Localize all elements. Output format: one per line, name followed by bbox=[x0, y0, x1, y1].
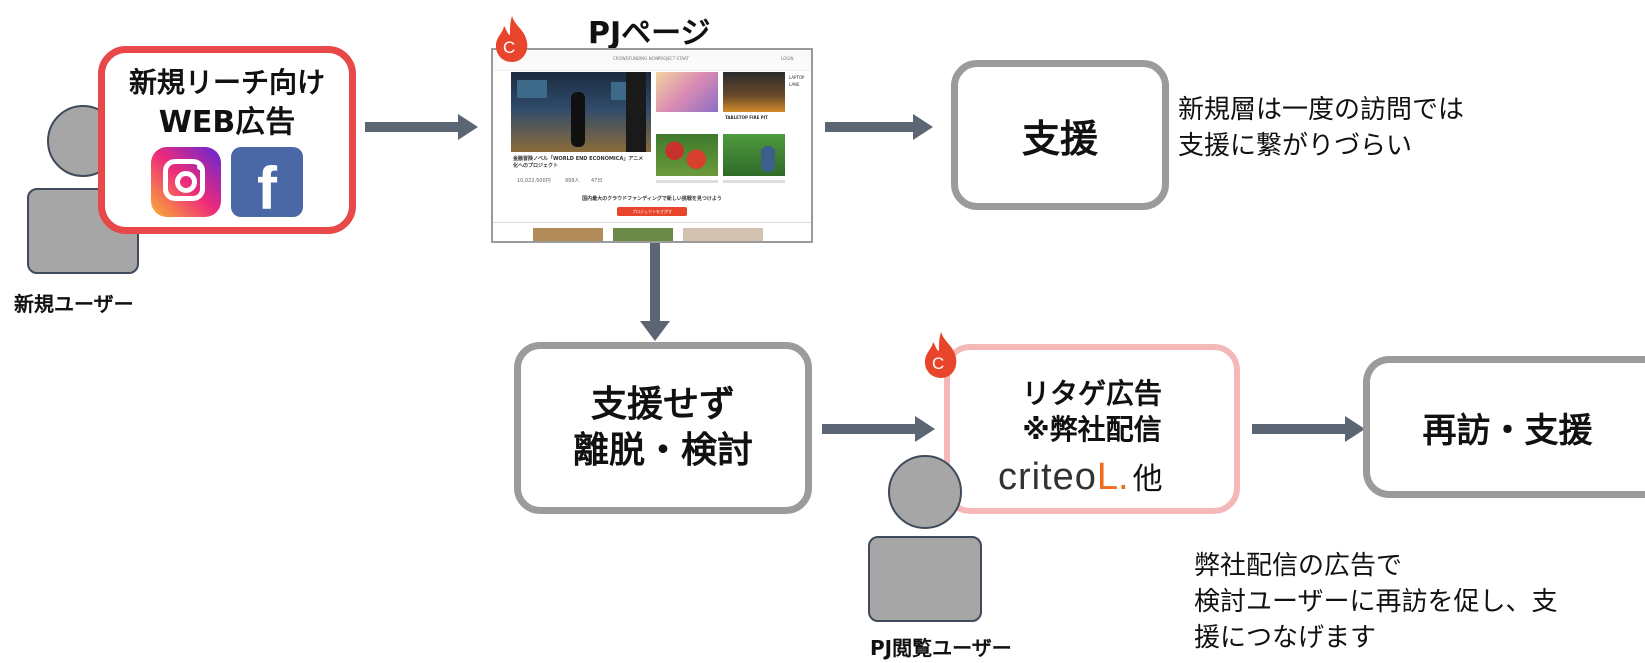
tile-child bbox=[723, 134, 785, 176]
tile-firepit bbox=[723, 72, 785, 112]
web-ad-title-line2: WEB広告 bbox=[158, 105, 296, 140]
screenshot-cta-label: プロジェクトをさがす bbox=[632, 208, 672, 214]
pj-viewer-head bbox=[888, 455, 962, 529]
note-bottom-line3: 援につなげます bbox=[1194, 623, 1377, 653]
note-top-line1: 新規層は一度の訪問では bbox=[1178, 95, 1465, 125]
tile-side-label: LAPTOP LANE bbox=[789, 75, 805, 87]
pj-viewer-body bbox=[868, 536, 982, 622]
pj-page-screenshot: CROWDFUNDING NOW PROJECT START LOGIN 金融冒… bbox=[491, 48, 813, 243]
pj-page-title: PJページ bbox=[588, 16, 711, 51]
note-bottom-line2: 検討ユーザーに再訪を促し、支 bbox=[1194, 587, 1558, 617]
arrow-leave-to-retarget bbox=[822, 416, 935, 442]
new-user-label: 新規ユーザー bbox=[14, 292, 134, 316]
note-top: 新規層は一度の訪問では 支援に繋がりづらい bbox=[1178, 92, 1464, 164]
screenshot-cta-button[interactable]: プロジェクトをさがす bbox=[617, 207, 687, 216]
retarget-line2: ※弊社配信 bbox=[1022, 413, 1162, 446]
screenshot-nav-right: LOGIN bbox=[781, 56, 794, 61]
side-strip bbox=[626, 72, 646, 152]
arrow-retarget-to-revisit bbox=[1252, 416, 1365, 442]
flame-badge-icon: C bbox=[491, 14, 533, 64]
support-box: 支援 bbox=[951, 60, 1169, 210]
tile-apples bbox=[656, 134, 718, 176]
flame-badge-letter: C bbox=[503, 38, 516, 57]
screenshot-nav-left: CROWDFUNDING NOW bbox=[613, 56, 659, 61]
criteo-logo-mark: L. bbox=[1096, 456, 1129, 498]
feature-title: 金融冒険ノベル「WORLD END ECONOMICA」アニメ化へのプロジェクト bbox=[513, 156, 644, 169]
facebook-icon: f bbox=[231, 147, 303, 222]
retarget-box: リタゲ広告 ※弊社配信 criteoL.他 bbox=[944, 344, 1240, 514]
feature-amount: 10,022,500円 bbox=[517, 178, 551, 184]
web-ad-box: 新規リーチ向け WEB広告 f bbox=[98, 46, 356, 234]
screenshot-nav-mid: PROJECT START bbox=[658, 56, 689, 61]
note-bottom: 弊社配信の広告で 検討ユーザーに再訪を促し、支 援につなげます bbox=[1194, 548, 1557, 656]
retarget-line1: リタゲ広告 bbox=[1021, 377, 1162, 410]
feature-backers: 999人 bbox=[565, 178, 580, 184]
flame-badge-retarget-icon: C bbox=[920, 330, 962, 380]
tile-firepit-label: TABLETOP FIRE PIT bbox=[725, 115, 768, 120]
leave-line2: 離脱・検討 bbox=[572, 430, 753, 471]
web-ad-title-line1: 新規リーチ向け bbox=[128, 66, 325, 99]
feature-days: 47日 bbox=[591, 178, 603, 184]
arrow-ad-to-pj bbox=[365, 114, 478, 140]
tile-anime bbox=[656, 72, 718, 112]
pj-viewer-label: PJ閲覧ユーザー bbox=[870, 636, 1012, 660]
arrow-pj-to-leave bbox=[640, 243, 670, 341]
support-label: 支援 bbox=[1021, 116, 1098, 161]
revisit-label: 再訪・支援 bbox=[1422, 410, 1593, 451]
arrow-pj-to-support bbox=[825, 114, 933, 140]
criteo-logo-text: criteo bbox=[998, 456, 1097, 498]
criteo-suffix: 他 bbox=[1132, 462, 1163, 497]
flame-badge-retarget-letter: C bbox=[932, 354, 945, 373]
note-top-line2: 支援に繋がりづらい bbox=[1178, 131, 1413, 161]
screenshot-tagline: 国内最大のクラウドファンディングで新しい挑戦を見つけよう bbox=[582, 196, 722, 202]
instagram-icon bbox=[151, 147, 221, 217]
leave-box: 支援せず 離脱・検討 bbox=[514, 342, 812, 514]
screenshot-navbar bbox=[493, 50, 811, 71]
facebook-glyph: f bbox=[257, 155, 277, 222]
revisit-box: 再訪・支援 bbox=[1363, 356, 1645, 498]
note-bottom-line1: 弊社配信の広告で bbox=[1194, 551, 1403, 581]
criteo-logo: criteoL.他 bbox=[998, 454, 1163, 499]
leave-line1: 支援せず bbox=[590, 384, 735, 425]
